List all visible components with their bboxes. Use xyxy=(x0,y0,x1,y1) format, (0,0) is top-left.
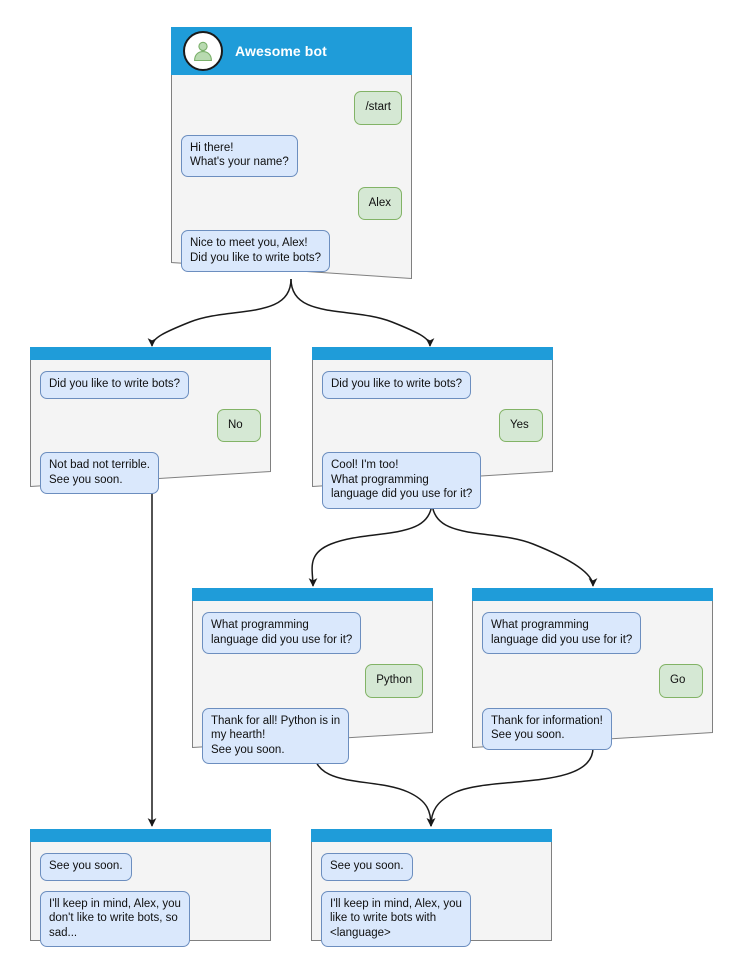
message-row: Nice to meet you, Alex! Did you like to … xyxy=(181,230,402,282)
user-message-bubble[interactable]: Alex xyxy=(357,186,402,220)
card-yes-branch[interactable]: Did you like to write bots? Yes Cool! I'… xyxy=(312,347,553,509)
user-message-bubble[interactable]: No xyxy=(217,408,261,442)
edge-root-to-yes xyxy=(290,278,435,347)
bot-message-bubble[interactable]: I'll keep in mind, Alex, you don't like … xyxy=(40,890,190,947)
bot-message-bubble[interactable]: Thank for all! Python is in my hearth! S… xyxy=(202,707,350,764)
bot-message-bubble[interactable]: Thank for information! See you soon. xyxy=(482,707,612,750)
message-row: Cool! I'm too! What programming language… xyxy=(322,452,543,519)
bot-message-bubble[interactable]: Not bad not terrible. See you soon. xyxy=(40,452,160,494)
person-avatar-icon xyxy=(183,31,223,71)
message-row: No xyxy=(40,408,261,453)
bot-message-bubble[interactable]: What programming language did you use fo… xyxy=(482,612,642,654)
message-row: Thank for information! See you soon. xyxy=(482,707,703,760)
user-message-bubble[interactable]: Python xyxy=(365,664,423,698)
message-row: Yes xyxy=(322,408,543,453)
bot-message-bubble[interactable]: See you soon. xyxy=(321,853,413,881)
bot-message-bubble[interactable]: Hi there! What's your name? xyxy=(181,134,298,177)
card-root[interactable]: Awesome bot /start Hi there! What's your… xyxy=(171,27,412,279)
card-header-bar xyxy=(30,829,271,842)
message-row: /start xyxy=(181,91,402,135)
card-end-happy[interactable]: See you soon. I'll keep in mind, Alex, y… xyxy=(311,829,552,947)
card-messages: What programming language did you use fo… xyxy=(192,604,433,774)
card-messages: What programming language did you use fo… xyxy=(472,604,713,760)
bot-message-bubble[interactable]: I'll keep in mind, Alex, you like to wri… xyxy=(321,890,471,947)
user-message-bubble[interactable]: Go xyxy=(659,664,703,698)
bot-message-bubble[interactable]: See you soon. xyxy=(40,853,132,881)
card-header-bar xyxy=(192,588,433,601)
message-row: Did you like to write bots? xyxy=(322,371,543,409)
edge-root-to-no xyxy=(147,278,292,347)
user-message-bubble[interactable]: /start xyxy=(354,91,402,125)
message-row: What programming language did you use fo… xyxy=(482,612,703,664)
card-messages: See you soon. I'll keep in mind, Alex, y… xyxy=(311,845,552,957)
card-header-bar xyxy=(30,347,271,360)
card-end-sad[interactable]: See you soon. I'll keep in mind, Alex, y… xyxy=(30,829,271,947)
user-message-bubble[interactable]: Yes xyxy=(499,408,543,442)
message-row: Python xyxy=(202,664,423,708)
bot-message-bubble[interactable]: Did you like to write bots? xyxy=(40,371,190,399)
bot-title: Awesome bot xyxy=(235,43,327,59)
message-row: Hi there! What's your name? xyxy=(181,134,402,187)
card-header-bar xyxy=(312,347,553,360)
bot-message-bubble[interactable]: Cool! I'm too! What programming language… xyxy=(322,452,482,509)
message-row: I'll keep in mind, Alex, you don't like … xyxy=(40,890,261,958)
card-messages: /start Hi there! What's your name? Alex … xyxy=(171,83,412,282)
message-row: What programming language did you use fo… xyxy=(202,612,423,664)
card-header-bar xyxy=(311,829,552,842)
card-messages: See you soon. I'll keep in mind, Alex, y… xyxy=(30,845,271,957)
message-row: I'll keep in mind, Alex, you like to wri… xyxy=(321,890,542,958)
bot-header-bar: Awesome bot xyxy=(171,27,412,75)
bot-message-bubble[interactable]: What programming language did you use fo… xyxy=(202,612,362,654)
message-row: Go xyxy=(482,664,703,708)
message-row: See you soon. xyxy=(40,853,261,891)
card-messages: Did you like to write bots? Yes Cool! I'… xyxy=(312,363,553,519)
message-row: Alex xyxy=(181,186,402,231)
message-row: See you soon. xyxy=(321,853,542,891)
bot-message-bubble[interactable]: Did you like to write bots? xyxy=(322,371,472,399)
card-python-branch[interactable]: What programming language did you use fo… xyxy=(192,588,433,764)
card-go-branch[interactable]: What programming language did you use fo… xyxy=(472,588,713,750)
message-row: Not bad not terrible. See you soon. xyxy=(40,452,261,504)
edge-go-to-end xyxy=(426,747,594,827)
card-no-branch[interactable]: Did you like to write bots? No Not bad n… xyxy=(30,347,271,494)
card-messages: Did you like to write bots? No Not bad n… xyxy=(30,363,271,504)
card-header-bar xyxy=(472,588,713,601)
bot-message-bubble[interactable]: Nice to meet you, Alex! Did you like to … xyxy=(181,230,331,272)
message-row: Thank for all! Python is in my hearth! S… xyxy=(202,707,423,775)
message-row: Did you like to write bots? xyxy=(40,371,261,409)
